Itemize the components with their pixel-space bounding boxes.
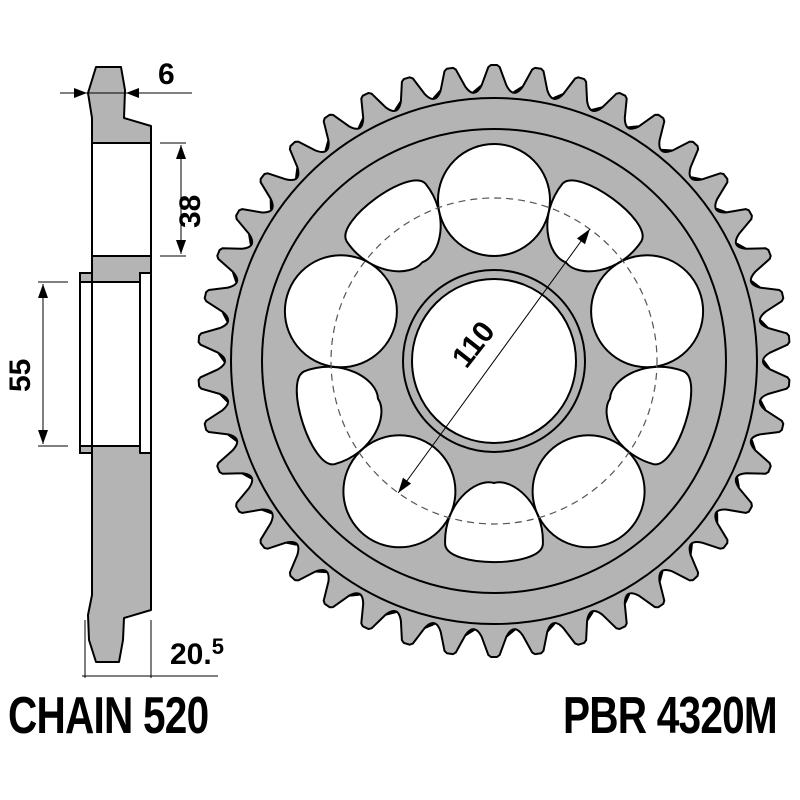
dim-label-bore: 55: [4, 358, 37, 392]
lobed-lightening-hole: [295, 365, 383, 466]
dim-label-window: 38: [174, 194, 207, 228]
profile-hub-left-strip: [79, 272, 93, 454]
profile-hub-left-cap-bottom: [79, 445, 93, 454]
side-profile-view: [38, 66, 218, 678]
dim-label-offset-sup: 5: [211, 634, 224, 659]
dim-label-offset: 20.5: [170, 636, 224, 671]
lobed-lightening-hole: [605, 365, 693, 466]
lobed-lightening-hole: [546, 179, 644, 273]
chain-size-label: CHAIN 520: [8, 687, 209, 745]
profile-window-38: [91, 142, 152, 257]
outer-ring-line: [230, 97, 758, 625]
part-number-label: PBR 4320M: [563, 687, 778, 745]
dim-55-arrow-bottom: [38, 430, 48, 444]
profile-top-tooth: [87, 66, 152, 144]
profile-bottom-tooth: [87, 445, 152, 663]
dim-38-arrow-top: [176, 145, 186, 159]
dim-110-arrow-bottom: [398, 477, 412, 493]
dim-110-arrow-top: [576, 229, 590, 245]
dim-label-thickness: 6: [158, 58, 175, 91]
dim-6-arrow-right: [126, 88, 139, 98]
dim-6-arrow-left: [74, 88, 87, 98]
lobed-lightening-hole: [344, 179, 442, 273]
bolt-circle-dashed: [330, 197, 658, 525]
dim-38-arrow-bottom: [176, 240, 186, 254]
round-lightening-hole: [590, 254, 705, 369]
dim-55-arrow-top: [38, 284, 48, 298]
round-lightening-hole: [437, 143, 551, 257]
sprocket-front-view: [197, 64, 791, 658]
profile-hub-bore: [91, 281, 141, 447]
dim-110-line: [397, 228, 591, 494]
dim-label-offset-main: 20.: [170, 638, 212, 671]
lobed-lightening-hole: [444, 481, 544, 564]
profile-hub-right-strip: [139, 272, 152, 454]
round-lightening-hole: [531, 434, 646, 549]
round-lightening-hole: [283, 254, 398, 369]
profile-hub-left-cap-top: [79, 272, 93, 283]
inner-ring-line: [261, 128, 727, 594]
